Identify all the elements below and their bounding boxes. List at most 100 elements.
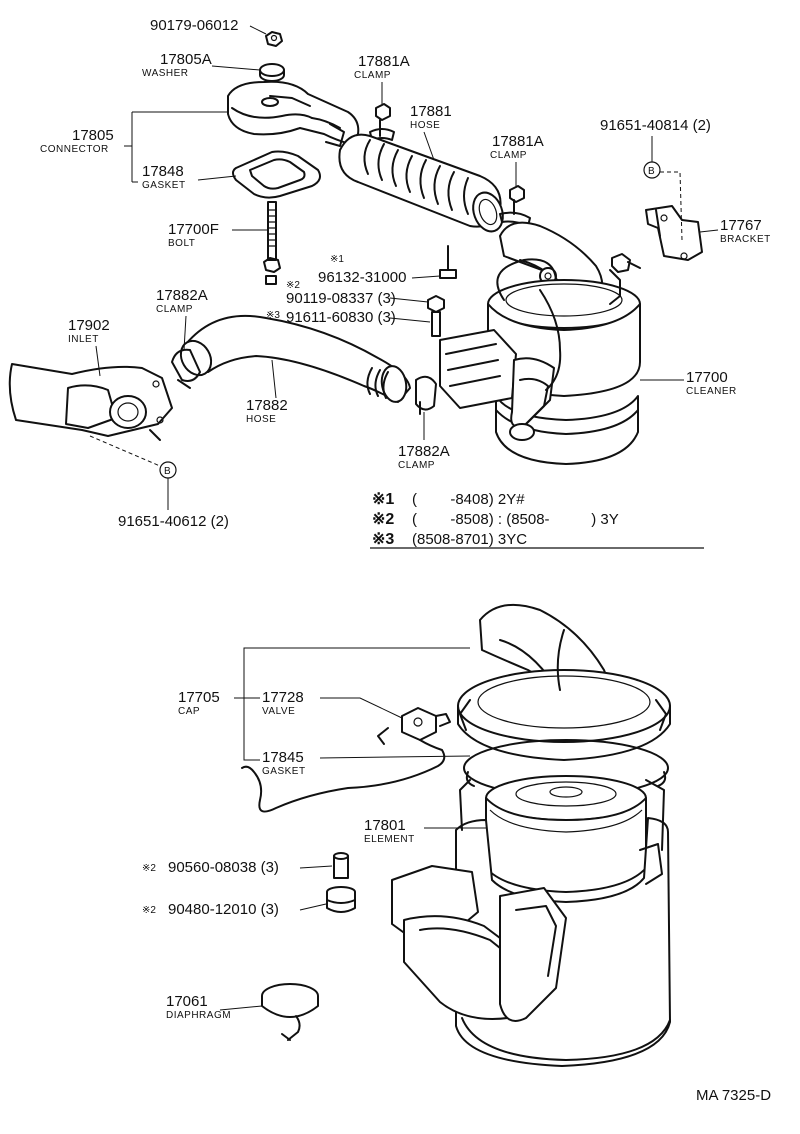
label-17881: 17881 xyxy=(410,103,452,120)
bracket-17767-drawing xyxy=(645,205,703,261)
bolt-17700f-drawing xyxy=(263,201,281,285)
figure-id: MA 7325-D xyxy=(696,1087,771,1104)
leader-17805a xyxy=(211,65,261,71)
caption-gasket-17845: GASKET xyxy=(262,766,306,777)
label-17767: 17767 xyxy=(720,217,762,234)
label-90480: 90480-12010 (3) xyxy=(168,901,279,918)
label-91651-40814: 91651-40814 (2) xyxy=(600,117,711,134)
label-17805a: 17805A xyxy=(160,51,212,68)
element-17801-drawing xyxy=(485,775,647,893)
caption-hose-17881: HOSE xyxy=(410,120,440,131)
hose-17882-drawing xyxy=(179,314,411,403)
label-17881a-top: 17881A xyxy=(358,53,410,70)
leader-90480 xyxy=(299,903,327,911)
nut-90179-drawing xyxy=(265,31,283,47)
mark-96132: ※1 xyxy=(330,254,344,265)
label-17881a-mid: 17881A xyxy=(492,133,544,150)
note-2-mark: ※2 xyxy=(372,511,394,528)
label-17902: 17902 xyxy=(68,317,110,334)
clamp-17882a-top-drawing xyxy=(171,348,201,389)
label-17805: 17805 xyxy=(72,127,114,144)
inlet-17902-drawing xyxy=(8,363,173,441)
leader-17848 xyxy=(197,175,237,181)
leader-17805-bracket xyxy=(124,111,228,183)
svg-text:B: B xyxy=(164,466,171,477)
leader-17882a-top xyxy=(183,315,187,351)
callout-b-upper-dash xyxy=(660,171,683,241)
caption-clamp-top: CLAMP xyxy=(354,70,391,81)
gasket-17848-drawing xyxy=(232,150,321,199)
mark-90560: ※2 xyxy=(142,863,156,874)
leader-90560 xyxy=(299,865,333,869)
label-90119: 90119-08337 (3) xyxy=(286,290,396,307)
svg-text:B: B xyxy=(648,166,655,177)
note-3-mark: ※3 xyxy=(372,531,394,548)
leader-90119 xyxy=(389,297,429,303)
leader-17902 xyxy=(95,345,101,377)
label-17705: 17705 xyxy=(178,689,220,706)
caption-valve: VALVE xyxy=(262,706,295,717)
callout-b-lower: B xyxy=(159,461,177,479)
caption-clamp-mid: CLAMP xyxy=(490,150,527,161)
caption-element: ELEMENT xyxy=(364,834,415,845)
callout-b-upper: B xyxy=(643,161,661,179)
connector-17805-drawing xyxy=(227,80,360,147)
caption-clamp-17882a-bottom: CLAMP xyxy=(398,460,435,471)
notes-block: ※1 ( -8408) 2Y# ※2 ( -8508) : (8508- ) 3… xyxy=(370,491,704,549)
caption-bracket: BRACKET xyxy=(720,234,771,245)
leader-90179 xyxy=(249,25,267,35)
cleaner-case-drawing xyxy=(391,779,671,1067)
grommet-90480-drawing xyxy=(326,886,356,913)
label-17882a-top: 17882A xyxy=(156,287,208,304)
clamp-17881a-mid-drawing xyxy=(499,185,531,227)
note-3-text: (8508-8701) 3YC xyxy=(412,531,527,548)
label-17061: 17061 xyxy=(166,993,208,1010)
cleaner-17700-drawing xyxy=(439,258,641,465)
diaphragm-17061-drawing xyxy=(261,983,319,1041)
mark-90480: ※2 xyxy=(142,905,156,916)
caption-cleaner: CLEANER xyxy=(686,386,737,397)
cap-17705-drawing xyxy=(457,603,671,761)
leader-17881 xyxy=(423,131,435,161)
label-91611: 91611-60830 (3) xyxy=(286,309,396,326)
clamp-17882a-bottom-drawing xyxy=(415,375,437,415)
note-1-mark: ※1 xyxy=(372,491,394,508)
washer-17805a-drawing xyxy=(259,63,285,82)
caption-connector: CONNECTOR xyxy=(40,144,109,155)
label-17848: 17848 xyxy=(142,163,184,180)
label-91651-40612: 91651-40612 (2) xyxy=(118,513,229,530)
screw-near-bracket-drawing xyxy=(611,253,641,273)
leader-17767 xyxy=(699,229,719,233)
label-17700f: 17700F xyxy=(168,221,219,238)
label-90179: 90179-06012 xyxy=(150,17,238,34)
note-1-text: ( -8408) 2Y# xyxy=(412,491,525,508)
valve-17728-drawing xyxy=(241,707,451,813)
caption-hose-17882: HOSE xyxy=(246,414,276,425)
label-17845: 17845 xyxy=(262,749,304,766)
label-17700: 17700 xyxy=(686,369,728,386)
label-96132: 96132-31000 xyxy=(318,269,406,286)
caption-cap: CAP xyxy=(178,706,200,717)
caption-washer: WASHER xyxy=(142,68,189,79)
clamp-17881a-top-drawing xyxy=(369,103,395,141)
note-2-text: ( -8508) : (8508- ) 3Y xyxy=(412,511,619,528)
label-90560: 90560-08038 (3) xyxy=(168,859,279,876)
collar-90560-drawing xyxy=(333,852,349,879)
leader-17882 xyxy=(271,359,277,399)
leader-17845 xyxy=(319,755,471,759)
leader-91611 xyxy=(389,317,431,323)
label-17882: 17882 xyxy=(246,397,288,414)
leader-17061 xyxy=(219,1005,263,1011)
leader-17728 xyxy=(320,697,403,719)
callout-b-lower-dash xyxy=(89,435,161,467)
leader-96132 xyxy=(411,275,441,279)
label-17882a-bottom: 17882A xyxy=(398,443,450,460)
mark-90119: ※2 xyxy=(286,280,300,291)
caption-inlet: INLET xyxy=(68,334,99,345)
label-17801: 17801 xyxy=(364,817,406,834)
mark-91611: ※3 xyxy=(266,310,280,321)
fastener-group-drawing xyxy=(427,245,457,337)
caption-bolt: BOLT xyxy=(168,238,195,249)
